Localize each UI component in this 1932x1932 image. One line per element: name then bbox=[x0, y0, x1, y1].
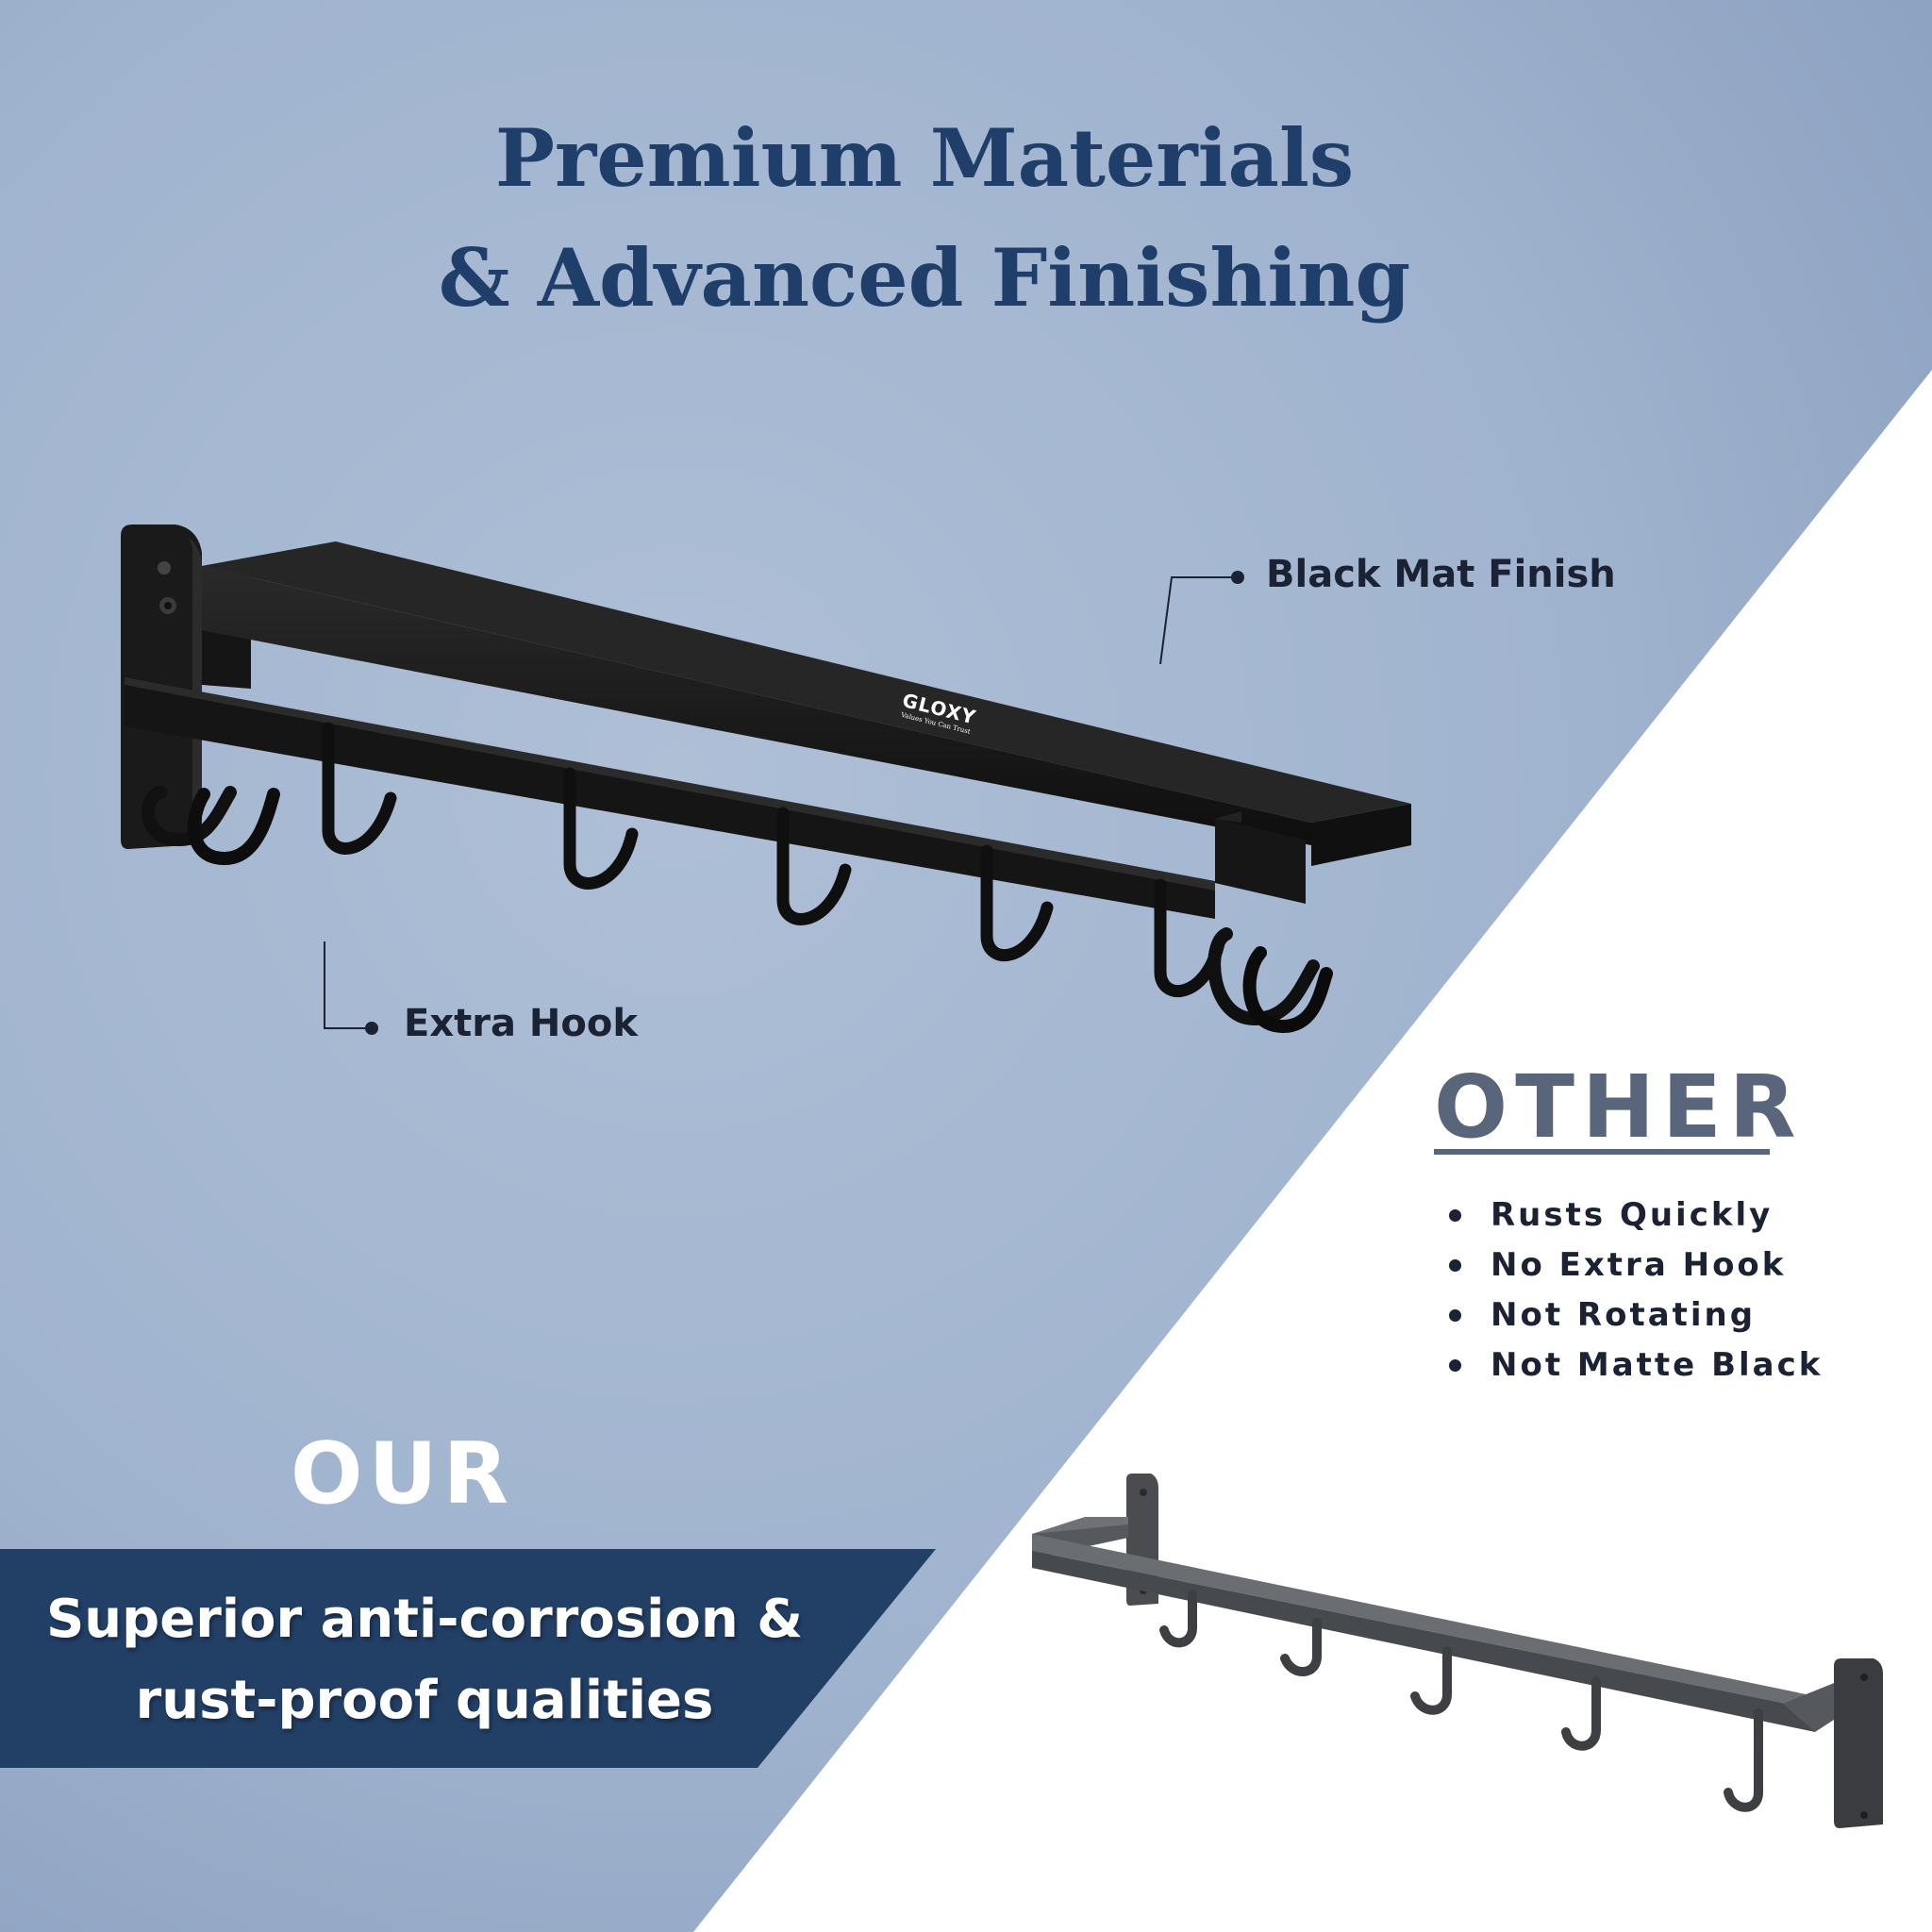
page-title-line2: & Advanced Finishing bbox=[438, 231, 1411, 325]
list-item: Rusts Quickly bbox=[1449, 1191, 1823, 1241]
banner-text-line1: Superior anti-corrosion & bbox=[45, 1589, 804, 1650]
bullet-icon bbox=[1449, 1259, 1461, 1272]
banner-text-line2: rust-proof qualities bbox=[135, 1670, 714, 1731]
other-heading-underline bbox=[1434, 1149, 1770, 1155]
bullet-icon bbox=[1449, 1359, 1461, 1372]
other-heading: OTHER bbox=[1434, 1057, 1804, 1158]
white-diagonal-panel bbox=[693, 370, 1932, 1932]
callout-extra-hook: Extra Hook bbox=[404, 1002, 638, 1045]
gray-competitor-rack bbox=[1032, 1474, 1883, 1828]
other-drawbacks-list: Rusts Quickly No Extra Hook Not Rotating… bbox=[1449, 1191, 1823, 1391]
list-item: No Extra Hook bbox=[1449, 1241, 1823, 1291]
list-item: Not Matte Black bbox=[1449, 1341, 1823, 1391]
page-title-line1: Premium Materials bbox=[494, 111, 1355, 205]
list-item-label: Not Rotating bbox=[1491, 1296, 1757, 1334]
list-item-label: Rusts Quickly bbox=[1491, 1196, 1774, 1234]
callout-leaders bbox=[324, 571, 1244, 1035]
list-item-label: Not Matte Black bbox=[1491, 1346, 1824, 1384]
bullet-icon bbox=[1449, 1209, 1461, 1222]
navy-banner bbox=[0, 1549, 936, 1768]
list-item: Not Rotating bbox=[1449, 1291, 1823, 1341]
list-item-label: No Extra Hook bbox=[1491, 1246, 1787, 1284]
callout-black-mat-finish: Black Mat Finish bbox=[1266, 553, 1616, 596]
black-towel-rack bbox=[121, 525, 1411, 1034]
our-heading: OUR bbox=[291, 1424, 514, 1524]
bullet-icon bbox=[1449, 1309, 1461, 1322]
